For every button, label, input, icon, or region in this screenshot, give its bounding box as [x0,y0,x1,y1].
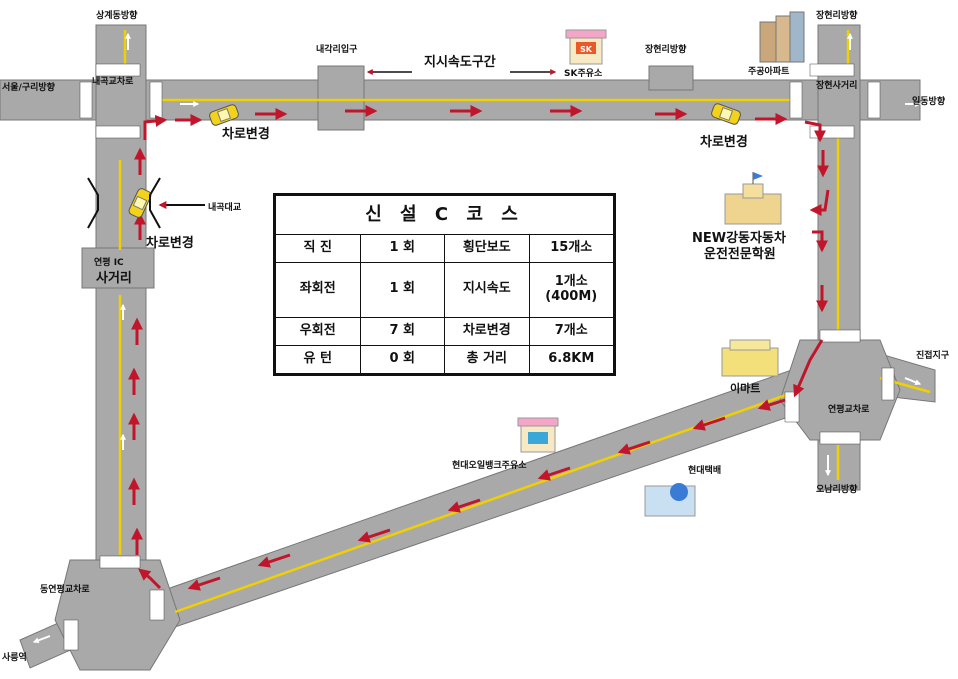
table-cell-line: 1개소 [554,273,588,289]
table-row: 우회전 7 회 차로변경 7개소 [275,316,614,346]
road-bay-naegangni [317,65,365,131]
table-cell: 1 회 [359,262,445,318]
taekbae-building-icon [644,483,696,517]
table-cell: 차로변경 [444,316,530,346]
map-labels: 상계동방향 서울/구리방향 내곡교차로 내각리입구 지시속도구간 SK주유소 장… [2,9,949,663]
table-row: 유 턴 0 회 총 거리 6.8KM [275,344,614,375]
table-row: 직 진 1 회 횡단보도 15개소 [275,233,614,264]
course-table-grid: 신 설 C 코 스 직 진 1 회 횡단보도 15개소 좌회전 1 회 지시속도… [275,195,614,375]
table-cell: 좌회전 [275,262,361,318]
school-building-icon [724,172,782,225]
car-icons [128,103,741,218]
bridge-markers [87,177,205,229]
label-new-school: NEW강동자동차 [692,230,786,246]
table-row: 좌회전 1 회 지시속도 1개소 (400M) [275,262,614,318]
sk-logo-text: SK [580,45,593,54]
road-ic-stub [81,247,155,289]
table-cell: 1 회 [359,233,445,264]
table-cell: 우회전 [275,316,361,346]
label-lane-change-left: 차로변경 [146,235,194,251]
label-jinjeop: 진접지구 [916,349,949,361]
table-cell: 유 턴 [275,344,361,375]
label-seoul-guri: 서울/구리방향 [2,81,56,93]
label-yeonpyeong-ic: 연평 IC [94,256,124,268]
route-path [128,105,830,591]
label-sk-station: SK주유소 [564,68,603,79]
label-lane-change-top-right: 차로변경 [700,134,748,150]
label-sanggye: 상계동방향 [96,9,138,21]
table-cell: 횡단보도 [444,233,530,264]
label-dongyeonpyeong: 동연평교차로 [40,583,90,595]
dongyeonpyeong-pad [54,559,181,671]
label-speed-section: 지시속도구간 [424,54,496,70]
lane-arrows [32,32,922,644]
label-yeonpyeong-ic-2: 사거리 [96,270,132,286]
table-cell: 15개소 [528,233,614,264]
car-icon [209,104,239,126]
label-yeonpyeong-intersection: 연평교차로 [828,403,870,415]
label-naegok-intersection: 내곡교차로 [92,75,134,87]
label-naegangni-entrance: 내각리입구 [316,43,357,55]
label-onamni-dir: 오남리방향 [816,483,858,495]
label-lane-change-top-left: 차로변경 [222,126,270,142]
table-cell-line: (400M) [545,288,598,304]
table-cell: 7 회 [359,316,445,346]
car-icon [711,103,741,125]
emart-building-icon [721,339,779,377]
table-cell: 1개소 (400M) [528,262,614,318]
table-cell: 직 진 [275,233,361,264]
crosswalks [63,63,895,651]
apartment-icon [759,11,805,63]
road-bay-jangheyonri [648,65,694,91]
table-cell: 지시속도 [444,262,530,318]
label-naegok-bridge: 내곡대교 [208,201,241,213]
table-cell: 7개소 [528,316,614,346]
label-hyundai-taekbae: 현대택배 [688,464,721,476]
course-summary-table: 신 설 C 코 스 직 진 1 회 횡단보도 15개소 좌회전 1 회 지시속도… [273,193,616,376]
label-new-school-2: 운전전문학원 [704,246,776,262]
course-table-title: 신 설 C 코 스 [275,195,614,235]
label-ildong-dir: 일동방향 [912,95,946,107]
road-diagonal [149,359,839,629]
yeonpyeong-intersection-pad [779,339,901,441]
car-icon [128,188,152,218]
table-cell: 6.8KM [528,344,614,375]
label-hyundai-oilbank: 현대오일뱅크주유소 [452,459,527,471]
label-jangheyonri-dir2: 장현리방향 [816,9,858,21]
label-jugong-apt: 주공아파트 [748,65,790,77]
label-janghyeon-intersection: 장현사거리 [816,79,857,91]
oilbank-station-icon [517,417,559,453]
label-emart: 이마트 [730,381,760,395]
label-jangheyonri-dir: 장현리방향 [645,43,687,55]
sk-station-icon: SK [565,29,607,65]
table-cell: 총 거리 [444,344,530,375]
table-cell: 0 회 [359,344,445,375]
label-sareung: 사릉역 [2,651,27,663]
